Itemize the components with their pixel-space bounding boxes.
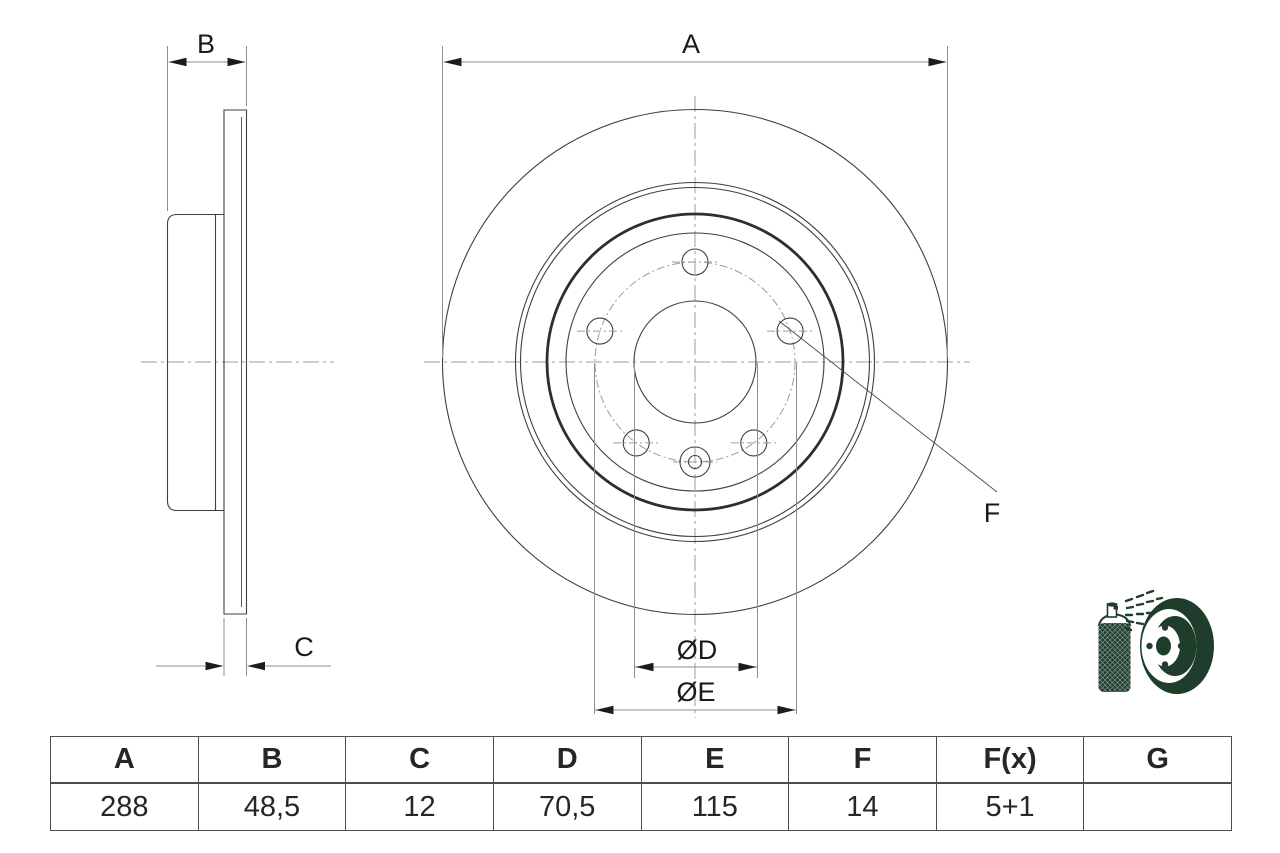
hat-section-outline <box>166 213 224 512</box>
header-f: F <box>788 736 937 784</box>
dimension-f: F <box>778 320 1001 528</box>
value-e: 115 <box>640 782 790 831</box>
value-g <box>1083 782 1232 831</box>
dim-c-label: C <box>294 632 314 662</box>
header-a: A <box>50 736 199 784</box>
arrowhead-right <box>738 662 757 672</box>
value-d: 70,5 <box>492 782 642 831</box>
value-fx: 5+1 <box>935 782 1085 831</box>
arrowhead-right <box>928 57 947 67</box>
spray-can-icon <box>1097 602 1132 692</box>
hat-outer-circle <box>545 212 845 512</box>
spray-coated-disc-icon <box>1097 589 1214 694</box>
header-e: E <box>640 736 790 784</box>
locating-hole-inner <box>687 454 703 470</box>
header-fx: F(x) <box>935 736 1085 784</box>
locating-hole-outer <box>679 446 711 478</box>
value-a: 288 <box>50 782 199 831</box>
side-view <box>141 109 334 615</box>
brake-disc-icon <box>1140 598 1214 694</box>
value-b: 48,5 <box>197 782 347 831</box>
dimension-c: C <box>156 618 331 676</box>
arrowhead-right <box>227 57 246 67</box>
value-c: 12 <box>345 782 494 831</box>
arrowhead-right <box>777 705 796 715</box>
friction-band-inner-circle <box>514 181 876 543</box>
dimension-b: B <box>167 29 247 211</box>
center-bore-circle <box>633 300 757 424</box>
front-view <box>424 96 970 718</box>
dim-e-label: ØE <box>676 677 715 707</box>
arrowhead-left <box>443 57 462 67</box>
dimension-a: A <box>442 29 948 358</box>
hat-step-circle <box>565 232 825 492</box>
header-d: D <box>492 736 642 784</box>
dim-a-label: A <box>682 29 700 59</box>
f-leader-line <box>778 320 998 493</box>
header-b: B <box>197 736 347 784</box>
dim-f-label: F <box>984 498 1001 528</box>
disc-plate-section <box>223 109 248 615</box>
dim-d-label: ØD <box>677 635 718 665</box>
friction-band-step-circle <box>519 186 871 538</box>
arrowhead-left <box>635 662 654 672</box>
dim-b-label: B <box>197 29 215 59</box>
arrowhead-left <box>595 705 614 715</box>
header-g: G <box>1083 736 1232 784</box>
arrowhead-left <box>205 661 224 671</box>
dimension-e: ØE <box>594 363 797 715</box>
dimensions-table: A B C D E F F(x) G 288 48,5 12 70,5 115 … <box>50 736 1232 831</box>
arrowhead-right <box>247 661 265 671</box>
arrowhead-left <box>168 57 187 67</box>
table-header-row: A B C D E F F(x) G <box>50 736 1232 784</box>
table-value-row: 288 48,5 12 70,5 115 14 5+1 <box>50 782 1232 831</box>
header-c: C <box>345 736 494 784</box>
outer-diameter-circle <box>441 108 949 616</box>
dimension-d: ØD <box>634 363 758 678</box>
value-f: 14 <box>788 782 937 831</box>
spray-mist-icon <box>1124 589 1164 632</box>
